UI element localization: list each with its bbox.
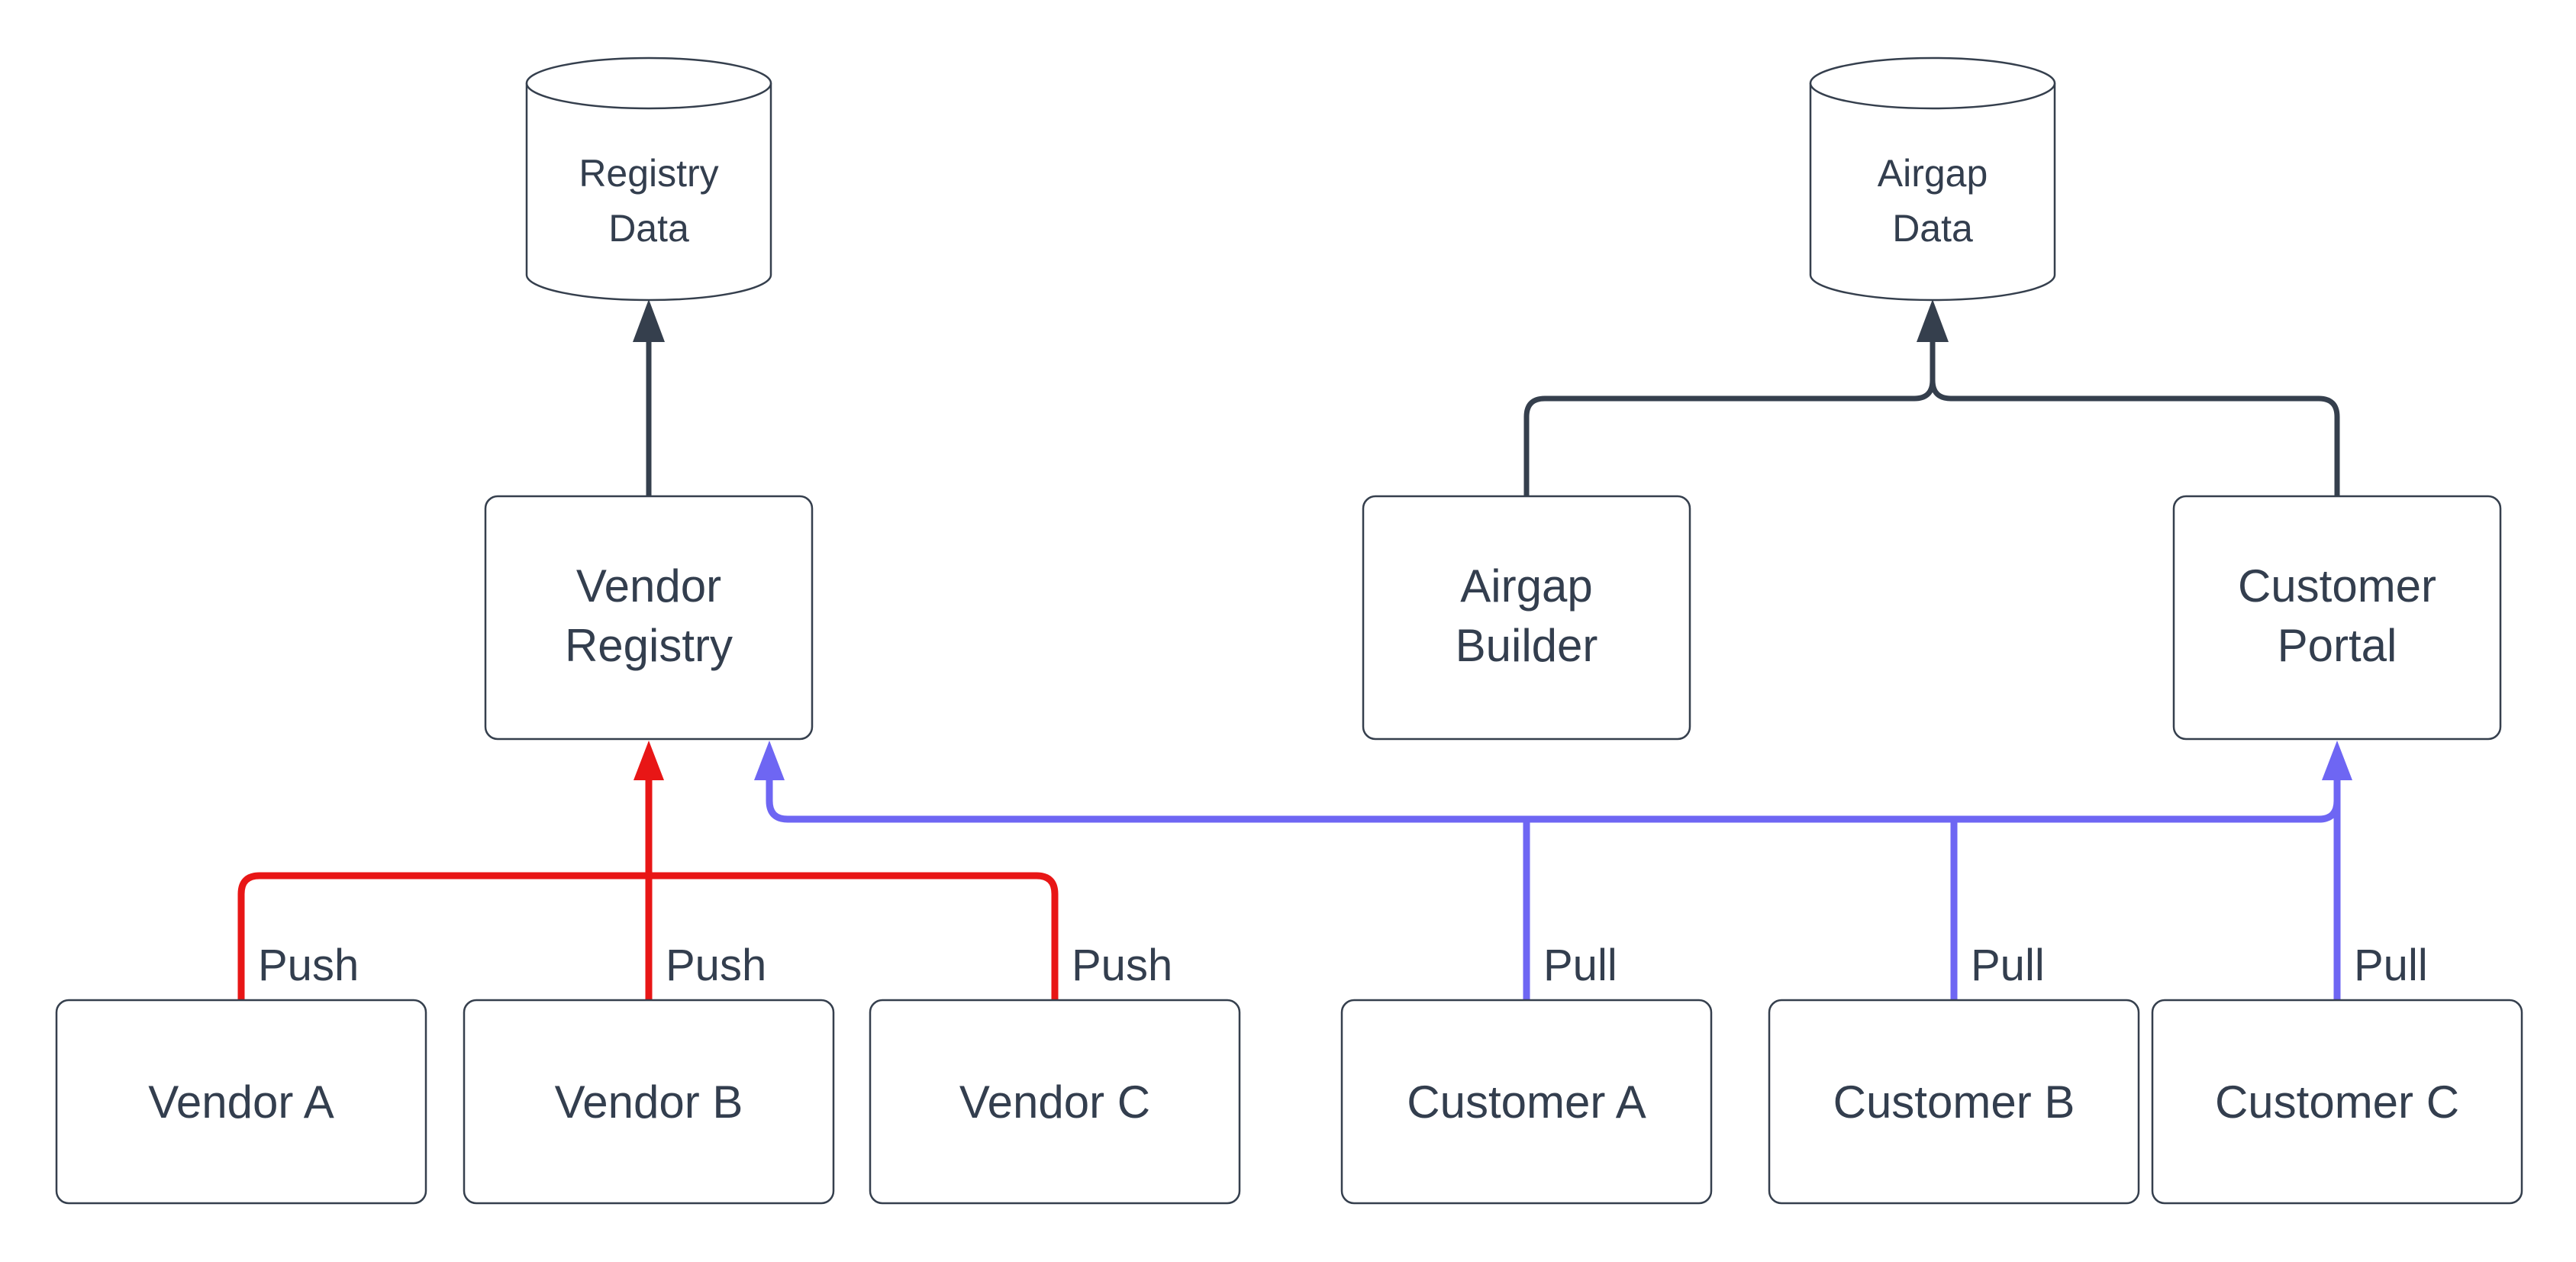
node-label: Registry [565, 620, 733, 671]
edge-labels: Push Push Push Pull Pull Pull [258, 941, 2428, 990]
push-label: Push [258, 941, 359, 990]
node-label: Airgap [1878, 152, 1988, 195]
node-label: Customer B [1833, 1076, 2075, 1128]
cylinder-body [1809, 83, 2056, 302]
node-vendor-registry: Vendor Registry [484, 495, 814, 741]
node-label: Data [608, 207, 689, 250]
node-label: Customer [2238, 560, 2436, 612]
cylinder-body [525, 83, 772, 302]
node-rect [55, 999, 427, 1205]
node-label: Customer C [2215, 1076, 2459, 1128]
node-rect [869, 999, 1241, 1205]
node-customer-b: Customer B [1768, 999, 2140, 1205]
node-label: Customer A [1407, 1076, 1646, 1128]
node-label: Data [1892, 207, 1973, 250]
node-label: Registry [579, 152, 718, 195]
node-label: Airgap [1460, 560, 1592, 612]
node-customer-c: Customer C [2151, 999, 2523, 1205]
node-rect [1362, 495, 1691, 741]
node-airgap-builder: Airgap Builder [1362, 495, 1691, 741]
node-label: Builder [1456, 620, 1598, 671]
cylinder-top [1809, 56, 2056, 110]
edge-push-trunk [237, 741, 1059, 1000]
arrowhead-up-icon [754, 741, 785, 780]
node-label: Vendor A [148, 1076, 334, 1128]
arrowhead-up-icon [634, 741, 664, 780]
pull-label: Pull [2354, 941, 2428, 990]
node-label: Vendor [576, 560, 721, 612]
node-label: Vendor B [555, 1076, 743, 1128]
edge-vendor-registry-to-registry-data [633, 299, 665, 496]
node-airgap-data: Airgap Data [1809, 56, 2056, 302]
pull-label: Pull [1543, 941, 1617, 990]
node-customer-portal: Customer Portal [2172, 495, 2502, 741]
arrowhead-up-icon [2322, 741, 2352, 780]
pull-label: Pull [1971, 941, 2045, 990]
node-rect [1340, 999, 1713, 1205]
node-label: Portal [2278, 620, 2397, 671]
edge-line [1523, 342, 1936, 496]
arrowhead-up-icon [633, 299, 665, 342]
cylinder-top [525, 56, 772, 110]
push-label: Push [1072, 941, 1172, 990]
node-rect [2151, 999, 2523, 1205]
edge-customer-portal-to-airgap-data [1917, 299, 2340, 496]
node-vendor-a: Vendor A [55, 999, 427, 1205]
node-rect [484, 495, 814, 741]
node-label: Vendor C [959, 1076, 1150, 1128]
edge-line [1930, 342, 2340, 496]
arrowhead-up-icon [1917, 299, 1949, 342]
node-rect [463, 999, 835, 1205]
node-vendor-b: Vendor B [463, 999, 835, 1205]
node-registry-data: Registry Data [525, 56, 772, 302]
edge-line [766, 776, 2341, 823]
node-vendor-c: Vendor C [869, 999, 1241, 1205]
edge-pull-trunk [754, 741, 2352, 1000]
node-customer-a: Customer A [1340, 999, 1713, 1205]
node-rect [1768, 999, 2140, 1205]
push-label: Push [666, 941, 766, 990]
node-rect [2172, 495, 2502, 741]
edge-airgap-builder-to-airgap-data [1523, 342, 1936, 496]
